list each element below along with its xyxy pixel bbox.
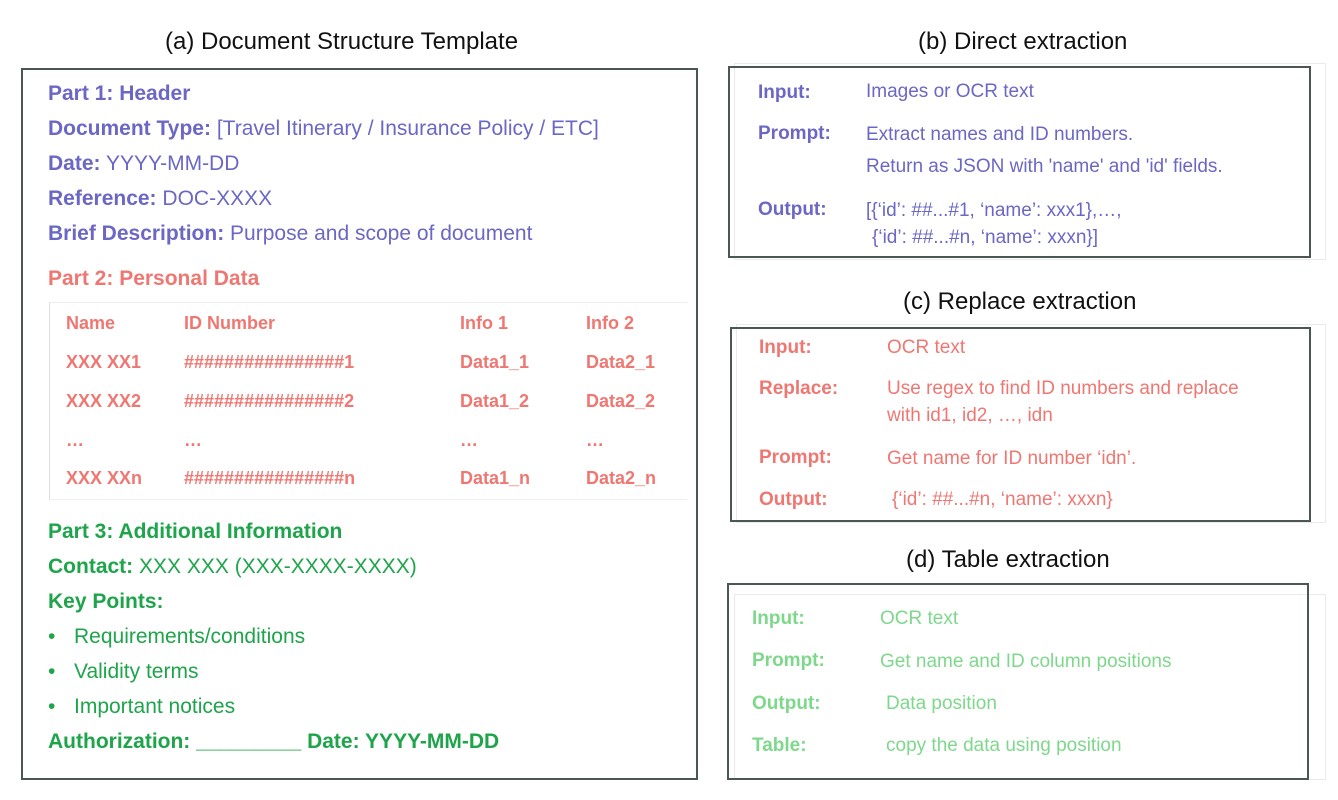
replace-output-value: {‘id’: ##...#n, ‘name’: xxxn} — [892, 489, 1113, 510]
table-input-label: Input: — [752, 608, 805, 629]
table-input-value: OCR text — [880, 608, 959, 629]
table-cell: Data2_n — [586, 468, 657, 488]
table-cell: Data1_1 — [460, 352, 530, 372]
bullet-text: Important notices — [74, 695, 236, 718]
table-cell: XXX XXn — [66, 468, 143, 488]
replace-extraction-panel — [730, 327, 1311, 522]
table-extraction-panel — [727, 583, 1309, 780]
caption-document-structure-template: (a) Document Structure Template — [165, 28, 519, 55]
table-cell: ################2 — [184, 391, 355, 411]
table-cell: … — [184, 430, 202, 450]
direct-output-label: Output: — [758, 199, 827, 220]
direct-panel-shadow — [734, 63, 1326, 260]
part2-title: Part 2: Personal Data — [48, 267, 260, 290]
caption-direct-extraction: (b) Direct extraction — [918, 28, 1128, 55]
replace-panel-shadow — [736, 324, 1326, 523]
replace-input-value: OCR text — [887, 337, 966, 358]
contact-value: XXX XXX (XXX-XXXX-XXXX) — [139, 555, 417, 578]
table-cell: ################n — [184, 468, 356, 488]
table-cell: Data2_1 — [586, 352, 656, 372]
direct-input-value: Images or OCR text — [866, 81, 1034, 102]
bullet-icon: • — [48, 625, 56, 648]
reference-value: DOC-XXXX — [162, 187, 273, 210]
direct-prompt-label: Prompt: — [758, 123, 831, 144]
table-output-value: Data position — [886, 693, 997, 714]
contact-label: Contact: — [48, 555, 134, 578]
table-cell: … — [66, 430, 84, 450]
bullet-item: • Requirements/conditions — [48, 625, 305, 649]
replace-prompt-label: Prompt: — [759, 447, 832, 468]
table-table-value: copy the data using position — [886, 735, 1122, 756]
direct-input-label: Input: — [758, 82, 811, 103]
table-cell: Data2_2 — [586, 391, 656, 411]
caption-replace-extraction: (c) Replace extraction — [903, 288, 1137, 315]
bullet-icon: • — [48, 695, 56, 718]
reference-label: Reference: — [48, 187, 157, 210]
direct-output-line2: {‘id’: ##...#n, ‘name’: xxxn}] — [872, 227, 1099, 248]
table-cell: … — [460, 430, 478, 450]
direct-prompt-line1: Extract names and ID numbers. — [866, 124, 1134, 145]
bullet-item: • Validity terms — [48, 660, 198, 684]
brief-label: Brief Description: — [48, 222, 225, 245]
personal-data-table — [49, 302, 687, 500]
replace-replace-label: Replace: — [759, 378, 839, 399]
replace-prompt-value: Get name for ID number ‘idn’. — [887, 448, 1137, 469]
date-line: Date: YYYY-MM-DD — [48, 152, 239, 176]
contact-line: Contact: XXX XXX (XXX-XXXX-XXXX) — [48, 555, 417, 579]
bullet-item: • Important notices — [48, 695, 235, 719]
bullet-text: Requirements/conditions — [74, 625, 306, 648]
brief-value: Purpose and scope of document — [230, 222, 533, 245]
table-prompt-value: Get name and ID column positions — [880, 651, 1172, 672]
replace-replace-line2: with id1, id2, …, idn — [887, 405, 1053, 426]
direct-prompt-line2: Return as JSON with 'name' and 'id' fiel… — [866, 156, 1223, 177]
doc-type-label: Document Type: — [48, 117, 211, 140]
date-label: Date: — [48, 152, 101, 175]
brief-line: Brief Description: Purpose and scope of … — [48, 222, 532, 246]
table-output-label: Output: — [752, 693, 821, 714]
bullet-icon: • — [48, 660, 56, 683]
authorization-line: Authorization: _________ Date: YYYY-MM-D… — [48, 730, 500, 753]
table-prompt-label: Prompt: — [752, 650, 825, 671]
table-table-label: Table: — [752, 735, 807, 756]
direct-extraction-panel — [728, 66, 1311, 258]
direct-output-line1: [{‘id’: ##...#1, ‘name’: xxx1},…, — [866, 200, 1122, 221]
replace-input-label: Input: — [759, 337, 812, 358]
table-header-id-number: ID Number — [184, 313, 276, 333]
replace-replace-line1: Use regex to find ID numbers and replace — [887, 378, 1239, 399]
table-header-info2: Info 2 — [586, 313, 634, 333]
table-cell: ################1 — [184, 352, 355, 372]
key-points-label: Key Points: — [48, 590, 164, 613]
table-cell: XXX XX1 — [66, 352, 142, 372]
reference-line: Reference: DOC-XXXX — [48, 187, 272, 211]
doc-type-line: Document Type: [Travel Itinerary / Insur… — [48, 117, 599, 141]
part1-title: Part 1: Header — [48, 82, 191, 105]
table-cell: … — [586, 430, 604, 450]
bullet-text: Validity terms — [74, 660, 199, 683]
caption-table-extraction: (d) Table extraction — [906, 546, 1110, 573]
replace-output-label: Output: — [759, 489, 828, 510]
table-header-info1: Info 1 — [460, 313, 508, 333]
table-cell: Data1_n — [460, 468, 531, 488]
table-cell: Data1_2 — [460, 391, 530, 411]
doc-type-value: [Travel Itinerary / Insurance Policy / E… — [216, 117, 599, 140]
document-template-panel — [21, 68, 698, 780]
table-header-name: Name — [66, 313, 116, 333]
table-cell: XXX XX2 — [66, 391, 142, 411]
part3-title: Part 3: Additional Information — [48, 520, 343, 543]
date-value: YYYY-MM-DD — [105, 152, 240, 175]
